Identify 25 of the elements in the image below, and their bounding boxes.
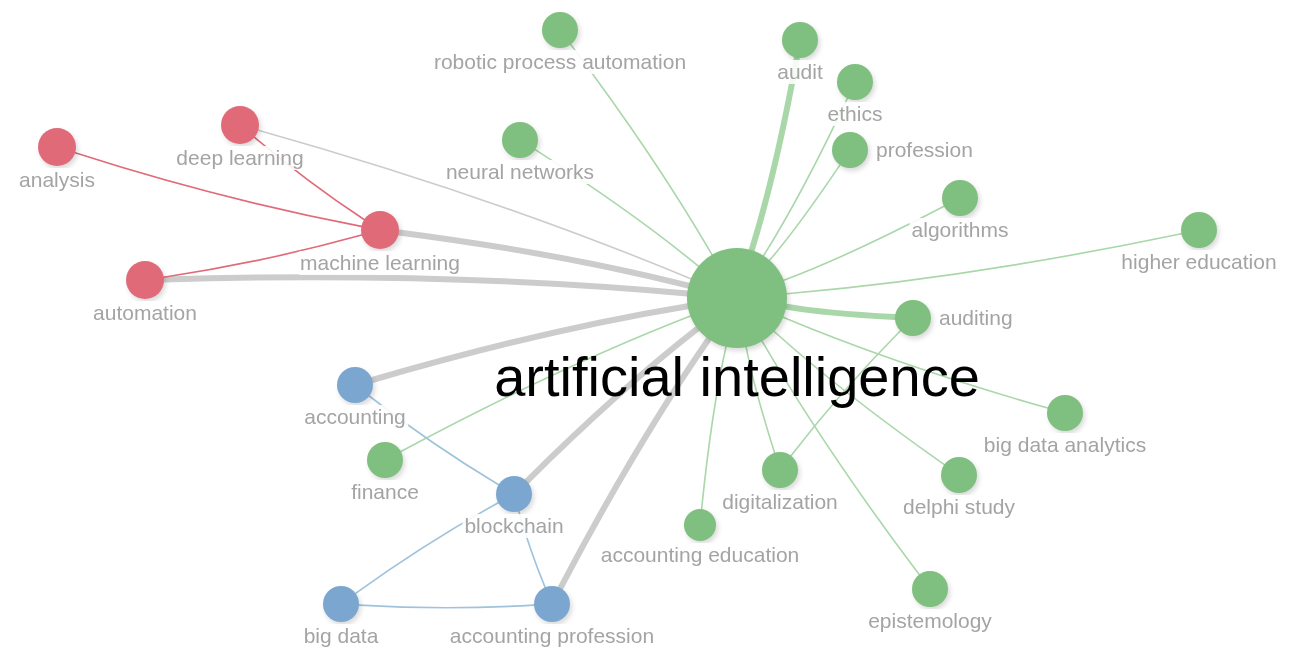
node-label: artificial intelligence: [493, 348, 981, 406]
node-label: blockchain: [462, 514, 566, 538]
connector-line: [761, 340, 920, 576]
node-label: deep learning: [174, 146, 306, 170]
node-label: algorithms: [909, 218, 1011, 242]
node-label: audit: [775, 60, 825, 84]
connector-line: [768, 164, 841, 261]
connector-line: [557, 336, 712, 592]
connector-line: [257, 129, 692, 280]
connector-line: [790, 330, 902, 457]
connector-line: [358, 604, 535, 609]
connector-line: [354, 501, 500, 595]
connector-line: [570, 43, 713, 256]
connector-line: [783, 205, 945, 282]
node-label: ethics: [825, 102, 885, 126]
connector-line: [523, 325, 701, 485]
node-label: accounting: [302, 405, 408, 429]
connector-line: [782, 316, 1049, 409]
connector-line: [786, 232, 1183, 295]
connector-line: [745, 346, 776, 454]
connector-line: [773, 330, 946, 466]
node-label: machine learning: [298, 251, 462, 275]
connector-line: [400, 315, 692, 453]
connector-line: [163, 234, 363, 278]
connector-line: [74, 152, 363, 228]
